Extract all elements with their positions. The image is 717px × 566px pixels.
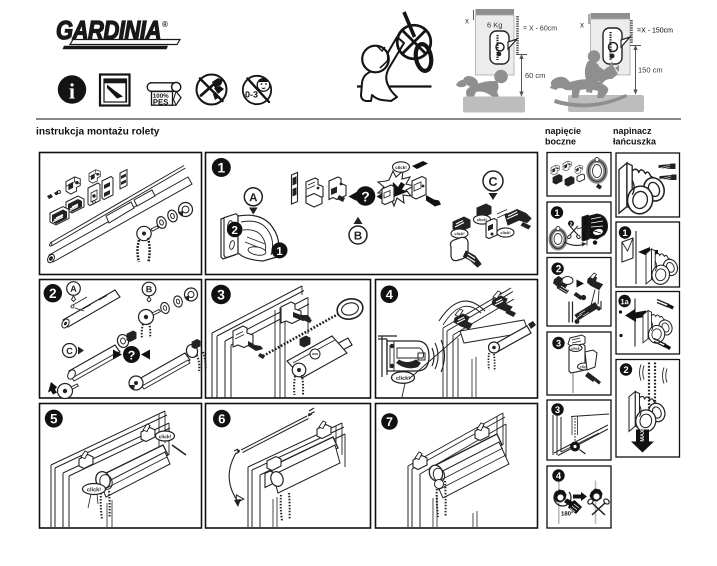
- svg-text:x: x: [580, 21, 584, 30]
- svg-text:x: x: [465, 17, 469, 26]
- svg-text:instrukcja montażu rolety: instrukcja montażu rolety: [36, 127, 160, 138]
- svg-text:boczne: boczne: [545, 137, 576, 147]
- svg-text:150 cm: 150 cm: [638, 66, 663, 75]
- svg-text:napinacz: napinacz: [613, 126, 652, 136]
- svg-text:= X - 60cm: = X - 60cm: [523, 26, 557, 33]
- svg-text:napięcie: napięcie: [545, 126, 581, 136]
- svg-text:GARDINIA: GARDINIA: [56, 17, 161, 45]
- svg-text:łańcuszka: łańcuszka: [613, 137, 657, 147]
- svg-text:®: ®: [162, 20, 168, 29]
- svg-text:=X - 150cm: =X - 150cm: [637, 28, 673, 35]
- svg-text:6 Kg: 6 Kg: [487, 21, 502, 30]
- svg-text:60 cm: 60 cm: [525, 71, 545, 80]
